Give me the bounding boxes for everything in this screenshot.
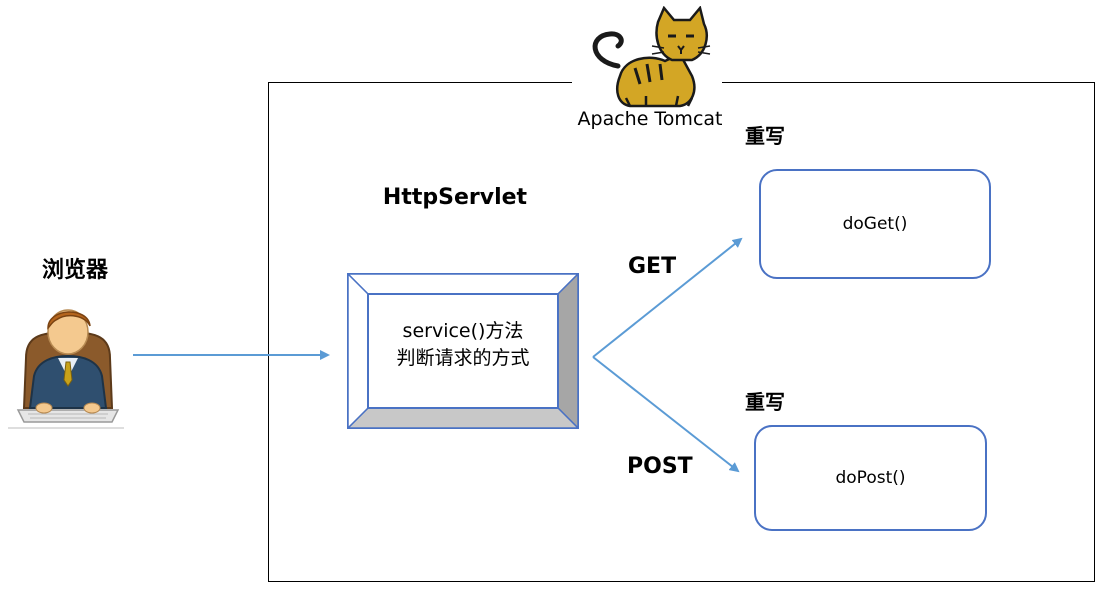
service-line-1: service()方法	[402, 320, 524, 342]
tomcat-cat-icon	[592, 6, 711, 108]
override-label-post: 重写	[745, 390, 785, 414]
dopost-label: doPost()	[835, 468, 906, 488]
doget-label: doGet()	[842, 214, 908, 234]
post-arrow	[592, 356, 740, 473]
override-label-get: 重写	[745, 124, 785, 148]
user-at-computer-icon	[8, 309, 124, 429]
browser-label: 浏览器	[41, 258, 108, 283]
post-request-label: POST	[627, 454, 693, 479]
tomcat-logo-text: Apache Tomcat	[577, 108, 723, 130]
service-description: service()方法 判断请求的方式	[368, 318, 558, 372]
service-line-2: 判断请求的方式	[396, 347, 530, 369]
httpservlet-title: HttpServlet	[382, 185, 528, 210]
get-request-label: GET	[628, 254, 677, 279]
dopost-box: doPost()	[754, 425, 987, 531]
doget-box: doGet()	[759, 169, 991, 279]
get-arrow	[592, 237, 743, 358]
service-method-frame	[347, 273, 579, 429]
